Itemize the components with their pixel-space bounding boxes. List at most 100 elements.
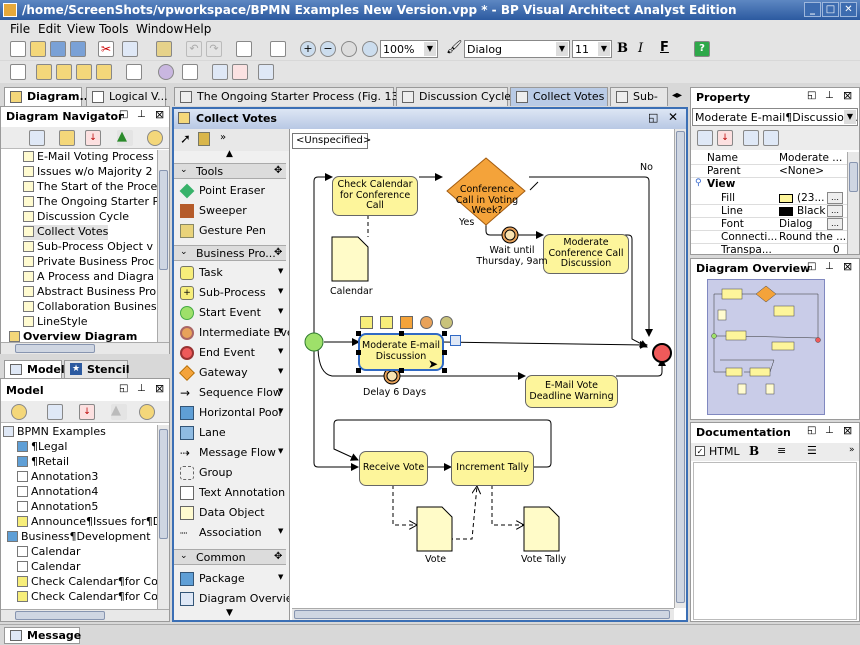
bold-icon[interactable]: B <box>749 444 760 458</box>
collapse-all-icon[interactable] <box>763 130 779 146</box>
tree-item[interactable]: Announce¶Issues for¶Dis <box>17 515 157 530</box>
ellipsis-button[interactable]: … <box>827 205 843 217</box>
close-icon[interactable]: ⊠ <box>843 89 853 102</box>
tree-item[interactable]: Annotation4 <box>17 485 98 500</box>
scroll-thumb[interactable] <box>849 162 858 192</box>
publish-icon[interactable] <box>96 64 112 80</box>
scroll-thumb[interactable] <box>676 131 685 603</box>
close-icon[interactable]: ✕ <box>668 110 679 124</box>
scroll-thumb[interactable] <box>294 610 670 619</box>
selection-handle[interactable] <box>442 350 447 355</box>
move-icon[interactable]: ✥ <box>274 247 283 258</box>
property-selector[interactable]: Moderate E-mail¶Discussion...▼ <box>692 108 858 126</box>
model-hscrollbar[interactable] <box>1 609 169 621</box>
message-tab[interactable]: Message <box>4 627 81 644</box>
restore-icon[interactable]: ◱ <box>119 109 129 120</box>
submenu-icon[interactable]: ▼ <box>278 447 284 455</box>
zoom-actual-icon[interactable] <box>362 41 378 57</box>
scroll-thumb[interactable] <box>15 344 95 353</box>
property-row-fill[interactable]: Fill(23...… <box>691 192 847 205</box>
chevron-down-icon[interactable]: ▼ <box>844 110 856 124</box>
tree-item[interactable]: Issues w/o Majority 2 <box>23 165 153 180</box>
submenu-icon[interactable]: ▼ <box>278 307 284 315</box>
start-event-shape[interactable] <box>304 332 324 352</box>
tab-sub-process[interactable]: Sub- <box>610 87 668 106</box>
tree-item[interactable]: LineStyle <box>23 315 88 330</box>
zoom-out-icon[interactable]: − <box>320 41 336 57</box>
format-painter-icon[interactable]: 🖌 <box>446 40 463 57</box>
quick-add-event-icon[interactable] <box>420 316 433 329</box>
refresh-icon[interactable] <box>139 404 155 420</box>
grid-icon[interactable] <box>270 41 286 57</box>
palette-item-gesture-pen[interactable]: Gesture Pen <box>174 221 286 241</box>
copy-icon[interactable] <box>122 41 138 57</box>
scroll-down-icon[interactable]: ▼ <box>226 608 233 618</box>
collapse-icon[interactable]: ⚲ <box>695 178 702 188</box>
calendar-data-object[interactable] <box>331 236 369 282</box>
tab-model[interactable]: Model <box>4 360 65 378</box>
palette-item-message-flow[interactable]: ⇢Message Flow▼ <box>174 443 286 463</box>
tree-item[interactable]: Collaboration Busines <box>23 300 157 315</box>
html-checkbox[interactable]: ✓ <box>695 446 705 456</box>
sort-icon[interactable]: ↓ <box>717 130 733 146</box>
expand-icon[interactable]: » <box>849 445 855 455</box>
tree-item[interactable]: Business¶Development <box>7 530 151 545</box>
pin-icon[interactable]: ⊥ <box>137 109 146 120</box>
scroll-thumb[interactable] <box>159 429 168 539</box>
pin-icon[interactable]: ⊥ <box>825 261 834 272</box>
submenu-icon[interactable]: ▼ <box>278 267 284 275</box>
font-combo[interactable]: Dialog▼ <box>464 40 570 58</box>
palette-item-lane[interactable]: Lane <box>174 423 286 443</box>
palette-item-gateway[interactable]: Gateway▼ <box>174 363 286 383</box>
cut-icon[interactable]: ✂ <box>98 41 114 57</box>
minimize-button[interactable]: _ <box>804 2 821 17</box>
tab-stencil[interactable]: ★Stencil <box>64 360 130 378</box>
zoom-combo[interactable]: 100%▼ <box>380 40 438 58</box>
task-increment-tally[interactable]: Increment Tally <box>451 451 534 486</box>
tree-item[interactable]: Calendar <box>17 560 80 575</box>
font-color-icon[interactable]: F <box>660 40 669 55</box>
tree-item[interactable]: The Ongoing Starter P <box>23 195 157 210</box>
selection-handle[interactable] <box>356 368 361 373</box>
tree-item[interactable]: BPMN Examples <box>3 425 106 440</box>
close-button[interactable]: ✕ <box>840 2 857 17</box>
palette-item-association[interactable]: ┈Association▼ <box>174 523 286 543</box>
quick-connect-icon[interactable] <box>450 335 461 346</box>
diagram-canvas[interactable]: <Unspecified> <box>292 129 686 620</box>
quick-add-subprocess-icon[interactable] <box>380 316 393 329</box>
task-moderate-conference-call[interactable]: Moderate Conference Call Discussion <box>543 234 629 274</box>
navigator-scrollbar[interactable] <box>157 150 169 342</box>
tree-item-selected[interactable]: Collect Votes <box>23 225 109 240</box>
tab-logical-view[interactable]: Logical V... <box>86 87 168 106</box>
bold-icon[interactable]: B <box>617 41 628 56</box>
submenu-icon[interactable]: ▼ <box>278 287 284 295</box>
pin-icon[interactable]: ⊥ <box>825 90 834 101</box>
selection-handle[interactable] <box>442 368 447 373</box>
save-icon[interactable] <box>50 41 66 57</box>
palette-item-text-annotation[interactable]: Text Annotation <box>174 483 286 503</box>
palette-item-sub-process[interactable]: +Sub-Process▼ <box>174 283 286 303</box>
tab-scroll-icon[interactable]: ◂▸ <box>672 90 683 101</box>
layout-icon[interactable] <box>236 41 252 57</box>
paste-icon[interactable] <box>156 41 172 57</box>
vote-tally-data-object[interactable] <box>523 506 560 552</box>
palette-section-tools[interactable]: ⌄Tools✥ <box>174 163 286 179</box>
palette-item-sequence-flow[interactable]: →Sequence Flow▼ <box>174 383 286 403</box>
close-icon[interactable]: ⊠ <box>155 108 165 121</box>
checklist-icon[interactable] <box>232 64 248 80</box>
new-model-icon[interactable] <box>11 404 27 420</box>
submenu-icon[interactable]: ▼ <box>278 573 284 581</box>
folder-icon[interactable] <box>59 130 75 146</box>
scroll-up-icon[interactable]: ▲ <box>226 149 233 159</box>
categorized-icon[interactable] <box>697 130 713 146</box>
submenu-icon[interactable]: ▼ <box>278 327 284 335</box>
edit-doc-icon[interactable] <box>212 64 228 80</box>
tree-item[interactable]: Annotation3 <box>17 470 98 485</box>
export-icon[interactable] <box>56 64 72 80</box>
close-icon[interactable]: ⊠ <box>843 260 853 273</box>
scroll-thumb[interactable] <box>159 170 168 270</box>
chevron-down-icon[interactable]: ▼ <box>556 42 568 56</box>
sort-icon[interactable]: ↓ <box>79 404 95 420</box>
